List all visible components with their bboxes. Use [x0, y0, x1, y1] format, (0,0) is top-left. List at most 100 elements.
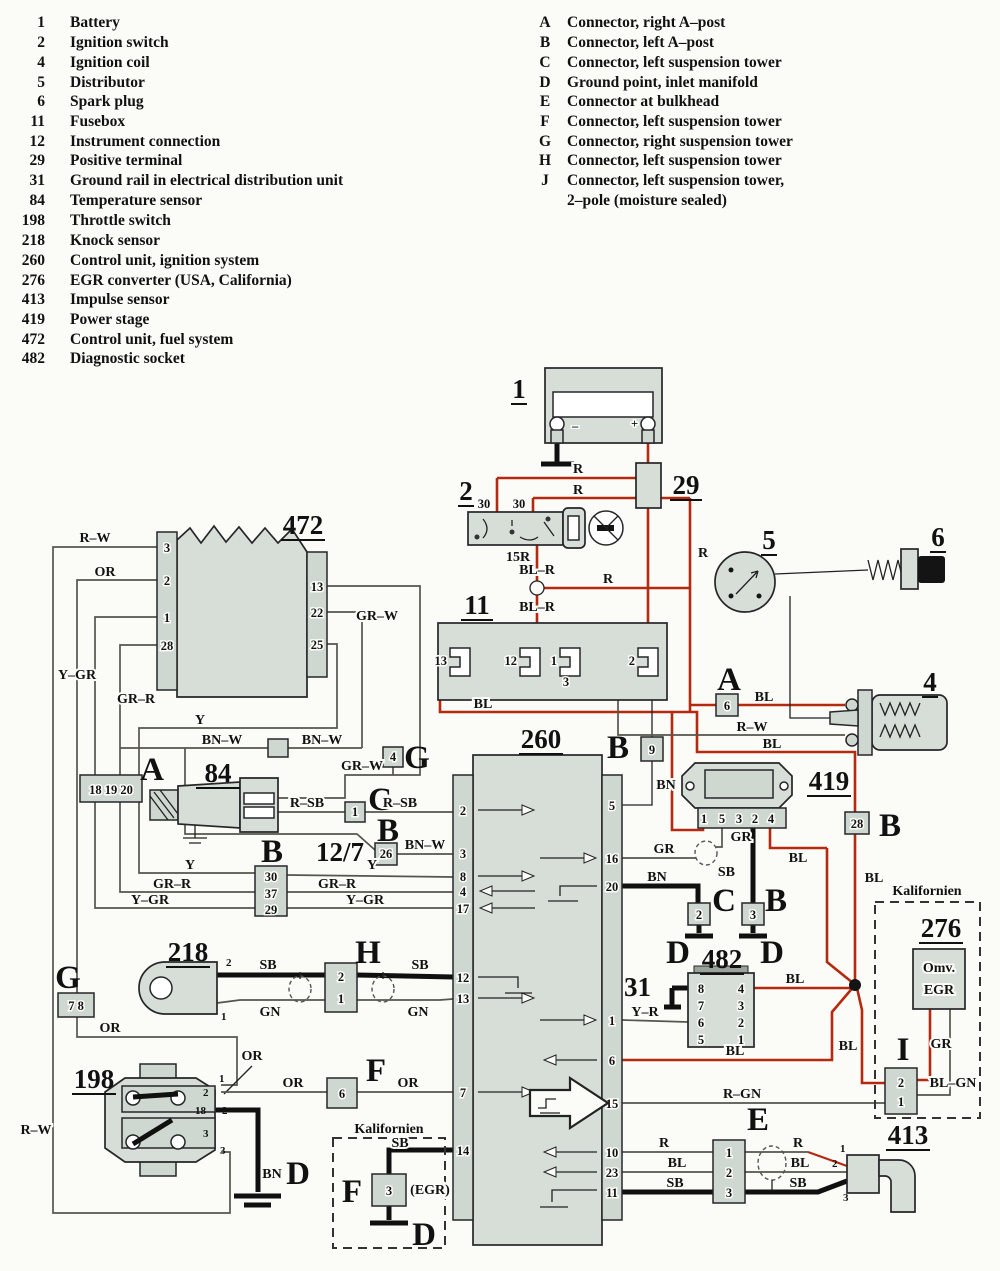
t-pin3b: 3: [220, 1145, 226, 1157]
label-r: R: [603, 572, 614, 587]
label-or: OR: [283, 1076, 305, 1091]
e-letter: E: [747, 1102, 769, 1138]
pin: 13: [311, 580, 324, 594]
knock-pin1: 1: [221, 1011, 227, 1023]
connectors-right: 6 A 9 B 28 B 2 C D 3 B D: [607, 662, 901, 971]
pin: 28: [161, 639, 174, 653]
coil-title: 4: [923, 667, 937, 697]
positive-terminal: 29: [635, 462, 702, 509]
pin: 3: [164, 541, 170, 555]
legend-num: 472: [22, 331, 46, 348]
i-pin1: 1: [898, 1095, 904, 1109]
connector-f6-box: [326, 1077, 358, 1109]
contact-dot: [545, 516, 551, 522]
battery-label-plate: [552, 391, 654, 418]
connector-c2-box: [687, 902, 711, 926]
label-bl: BL: [474, 697, 493, 712]
contact-bar: [132, 1091, 179, 1100]
pin: 20: [606, 880, 619, 894]
label-y: Y: [195, 713, 205, 728]
t-pin18: 18: [195, 1105, 207, 1117]
shield-symbol: [288, 975, 312, 1003]
legend-letter: A: [539, 14, 551, 31]
h-pin2: 2: [338, 970, 344, 984]
distributor-body: [714, 551, 776, 613]
b-letter: B: [765, 883, 787, 919]
legend-letter: E: [540, 93, 550, 110]
pin: 17: [457, 902, 470, 916]
connector-h-box: [324, 962, 358, 1013]
label-or: OR: [95, 565, 117, 580]
battery-minus-post: [550, 429, 564, 444]
pin: 1: [738, 1033, 744, 1047]
b-box-pin30: 30: [265, 870, 278, 884]
wire-blgn: [917, 1007, 951, 1096]
label-bl: BL: [791, 1156, 810, 1171]
legend-label: Ignition coil: [70, 54, 150, 71]
wire-r-top: [495, 476, 648, 514]
label-bl: BL: [726, 1044, 745, 1059]
spark-plug: 6: [867, 522, 946, 590]
legend-num: 218: [22, 232, 46, 249]
ps-pin4: 4: [768, 812, 775, 826]
legend-label: Connector, left suspension tower,: [567, 172, 784, 189]
coil-flange: [857, 689, 873, 756]
fuse-1: [559, 647, 581, 677]
label-bl: BL: [763, 737, 782, 752]
dist-dot: [728, 567, 734, 573]
switch-title: 2: [459, 476, 473, 506]
shield-symbol: [757, 1145, 787, 1181]
pin-30: 30: [513, 497, 526, 511]
battery-plus-post: [641, 429, 655, 444]
wire-grr-rail: [119, 644, 255, 893]
label-r: R: [793, 1136, 804, 1151]
label-or: OR: [398, 1076, 420, 1091]
fuse-13-label: 13: [435, 654, 448, 668]
legend-num: 29: [30, 152, 46, 169]
h-letter: H: [355, 935, 381, 971]
pulse-20: [548, 885, 597, 902]
connector-g-pins: 7 8: [68, 999, 84, 1013]
coil-terminal-15: [845, 698, 859, 712]
label-r: R: [698, 546, 709, 561]
legend-letter: J: [541, 172, 549, 189]
t-pin1: 1: [219, 1073, 225, 1085]
fuse-13: [449, 647, 471, 677]
pin: 5: [609, 799, 615, 813]
legend-label: Knock sensor: [70, 232, 160, 249]
wire-413-r-diag: [807, 1150, 848, 1168]
pin: 3: [460, 847, 466, 861]
i-letter: I: [897, 1032, 910, 1068]
h-pin1: 1: [338, 992, 344, 1006]
f3-pin: 3: [386, 1184, 392, 1198]
battery: – + 1: [511, 367, 663, 444]
legend-letter: G: [539, 133, 551, 150]
label-grw: GR–W: [341, 759, 383, 774]
cu260-right-strip: [601, 774, 623, 1221]
pin: 3: [738, 999, 744, 1013]
connector-a6-box: [715, 693, 739, 717]
pin: 22: [311, 606, 324, 620]
legend-num: 31: [30, 172, 46, 189]
pin: 14: [457, 1144, 470, 1158]
label-bn: BN: [647, 870, 666, 885]
wire-bl-419-28: [690, 710, 857, 980]
label-blr: BL–R: [519, 563, 556, 578]
pin: 4: [460, 885, 467, 899]
fuse-2-label: 2: [629, 654, 635, 668]
legend-label: Connector, left suspension tower: [567, 113, 782, 130]
connector-g-letter: G: [404, 740, 430, 776]
socket-body: [687, 972, 755, 1048]
shield-symbol: [371, 975, 395, 1003]
connector-g4-box: [382, 746, 404, 768]
pin: 8: [698, 982, 704, 996]
t-pin2: 2: [203, 1087, 209, 1099]
wire-yr: [621, 1019, 689, 1023]
label-sb: SB: [411, 958, 428, 973]
label-rsb: R–SB: [383, 796, 417, 811]
diagnostic-socket: 8 7 6 5 4 3 2 1 482 31: [624, 944, 755, 1049]
b-letter: B: [879, 808, 901, 844]
label-bl: BL: [789, 851, 808, 866]
legend-letter: D: [539, 74, 550, 91]
big-output-arrow: [528, 1075, 611, 1131]
